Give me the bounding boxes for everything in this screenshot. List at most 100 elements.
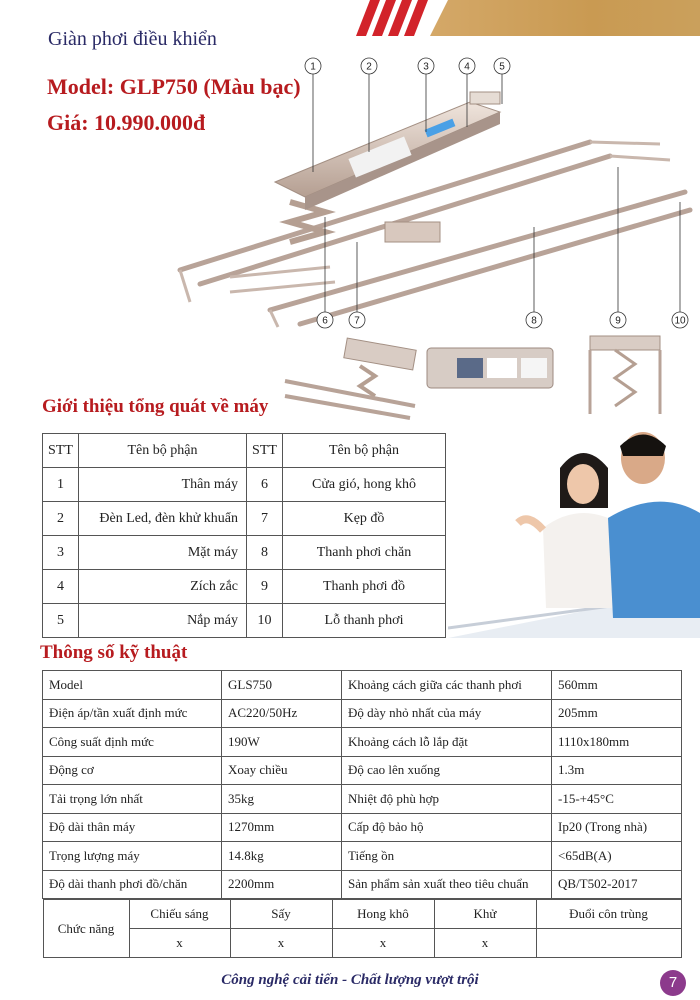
cell: Lỗ thanh phơi <box>282 603 446 638</box>
table-row: Chức năng Chiếu sáng Sấy Hong khô Khử Đu… <box>42 899 682 958</box>
section-heading-specs: Thông số kỹ thuật <box>40 642 188 663</box>
header-part-name: Tên bộ phận <box>282 433 446 468</box>
function-mark: x <box>229 928 333 958</box>
spec-value: 2200mm <box>221 869 342 899</box>
table-row: Điện áp/tần xuất định mức AC220/50Hz Độ … <box>42 698 682 728</box>
spec-label: Độ cao lên xuống <box>341 755 552 785</box>
footer-slogan: Công nghệ cải tiến - Chất lượng vượt trộ… <box>221 972 479 988</box>
function-mark: x <box>128 928 231 958</box>
table-row: Công suất định mức 190W Khoảng cách lỗ l… <box>42 727 682 757</box>
callout-6: 6 <box>322 316 328 327</box>
cell: Cửa gió, hong khô <box>282 467 446 502</box>
cell: Thân máy <box>78 467 247 502</box>
detail-image-lift <box>588 335 662 414</box>
cell: 9 <box>246 569 283 604</box>
spec-label: Tải trọng lớn nhất <box>42 784 222 814</box>
table-row: 3 Mặt máy 8 Thanh phơi chăn <box>42 535 446 570</box>
table-row: Trọng lượng máy 14.8kg Tiếng ồn <65dB(A) <box>42 841 682 871</box>
spec-value: 1270mm <box>221 812 342 842</box>
cell: Zích zắc <box>78 569 247 604</box>
functions-table: Chức năng Chiếu sáng Sấy Hong khô Khử Đu… <box>42 899 682 958</box>
cell: 6 <box>246 467 283 502</box>
couple-photo <box>448 418 700 638</box>
cell: 7 <box>246 501 283 536</box>
page-number-badge: 7 <box>660 970 686 996</box>
product-image: 1 2 3 4 5 6 7 8 9 10 <box>177 57 693 329</box>
cell: 3 <box>42 535 79 570</box>
callout-4: 4 <box>464 62 470 73</box>
spec-value: Xoay chiều <box>221 755 342 785</box>
function-name: Khử <box>433 899 537 929</box>
callout-8: 8 <box>531 316 537 327</box>
function-name: Sấy <box>229 899 333 929</box>
cell: 4 <box>42 569 79 604</box>
header-stt: STT <box>246 433 283 468</box>
table-header-row: STT Tên bộ phận STT Tên bộ phận <box>42 433 446 468</box>
cell: Đèn Led, đèn khử khuẩn <box>78 501 247 536</box>
cell: Thanh phơi chăn <box>282 535 446 570</box>
specs-table: Model GLS750 Khoảng cách giữa các thanh … <box>42 670 682 958</box>
spec-value: 205mm <box>551 698 682 728</box>
parts-table: STT Tên bộ phận STT Tên bộ phận 1 Thân m… <box>42 433 446 638</box>
spec-label: Độ dài thanh phơi đồ/chăn <box>42 869 222 899</box>
cell: 10 <box>246 603 283 638</box>
spec-value: <65dB(A) <box>551 841 682 871</box>
detail-image-panel <box>426 347 554 389</box>
table-row: Tải trọng lớn nhất 35kg Nhiệt độ phù hợp… <box>42 784 682 814</box>
function-name: Đuổi côn trùng <box>535 899 682 929</box>
spec-value: 14.8kg <box>221 841 342 871</box>
cell: 5 <box>42 603 79 638</box>
spec-value: Ip20 (Trong nhà) <box>551 812 682 842</box>
price-label: Giá: 10.990.000đ <box>47 110 206 135</box>
spec-label: Khoảng cách lỗ lắp đặt <box>341 727 552 757</box>
function-mark: x <box>433 928 537 958</box>
cell: Thanh phơi đồ <box>282 569 446 604</box>
spec-label: Tiếng ồn <box>341 841 552 871</box>
spec-value: 1110x180mm <box>551 727 682 757</box>
cell: 2 <box>42 501 79 536</box>
cell: 1 <box>42 467 79 502</box>
callout-5: 5 <box>499 62 505 73</box>
spec-label: Cấp độ bảo hộ <box>341 812 552 842</box>
spec-label: Công suất định mức <box>42 727 222 757</box>
spec-value: QB/T502-2017 <box>551 869 682 899</box>
spec-label: Nhiệt độ phù hợp <box>341 784 552 814</box>
header-part-name: Tên bộ phận <box>78 433 247 468</box>
function-name: Chiếu sáng <box>128 899 231 929</box>
spec-label: Model <box>42 670 222 700</box>
table-row: Động cơ Xoay chiều Độ cao lên xuống 1.3m <box>42 755 682 785</box>
callout-3: 3 <box>423 62 429 73</box>
spec-label: Khoảng cách giữa các thanh phơi <box>341 670 552 700</box>
table-row: 2 Đèn Led, đèn khử khuẩn 7 Kẹp đồ <box>42 501 446 536</box>
header-stt: STT <box>42 433 79 468</box>
callout-9: 9 <box>615 316 621 327</box>
table-row: 4 Zích zắc 9 Thanh phơi đồ <box>42 569 446 604</box>
spec-value: -15-+45°C <box>551 784 682 814</box>
function-name: Hong khô <box>331 899 435 929</box>
spec-value: 560mm <box>551 670 682 700</box>
spec-label: Điện áp/tần xuất định mức <box>42 698 222 728</box>
model-label: Model: GLP750 (Màu bạc) <box>47 74 301 99</box>
detail-image-rack <box>284 337 417 420</box>
callout-7: 7 <box>354 316 360 327</box>
spec-label: Độ dài thân máy <box>42 812 222 842</box>
function-mark <box>535 928 682 958</box>
table-row: 5 Nắp máy 10 Lỗ thanh phơi <box>42 603 446 638</box>
section-heading-overview: Giới thiệu tổng quát về máy <box>42 396 269 417</box>
header-stripes <box>356 0 428 36</box>
table-row: 1 Thân máy 6 Cửa gió, hong khô <box>42 467 446 502</box>
spec-label: Độ dày nhỏ nhất của máy <box>341 698 552 728</box>
spec-value: 35kg <box>221 784 342 814</box>
callout-1: 1 <box>310 62 316 73</box>
spec-value: 190W <box>221 727 342 757</box>
page-title: Giàn phơi điều khiển <box>48 28 217 50</box>
spec-label: Trọng lượng máy <box>42 841 222 871</box>
spec-value: GLS750 <box>221 670 342 700</box>
table-row: Độ dài thân máy 1270mm Cấp độ bảo hộ Ip2… <box>42 812 682 842</box>
spec-value: 1.3m <box>551 755 682 785</box>
cell: 8 <box>246 535 283 570</box>
spec-value: AC220/50Hz <box>221 698 342 728</box>
callout-2: 2 <box>366 62 372 73</box>
cell: Kẹp đồ <box>282 501 446 536</box>
header-gold-bar <box>430 0 700 36</box>
